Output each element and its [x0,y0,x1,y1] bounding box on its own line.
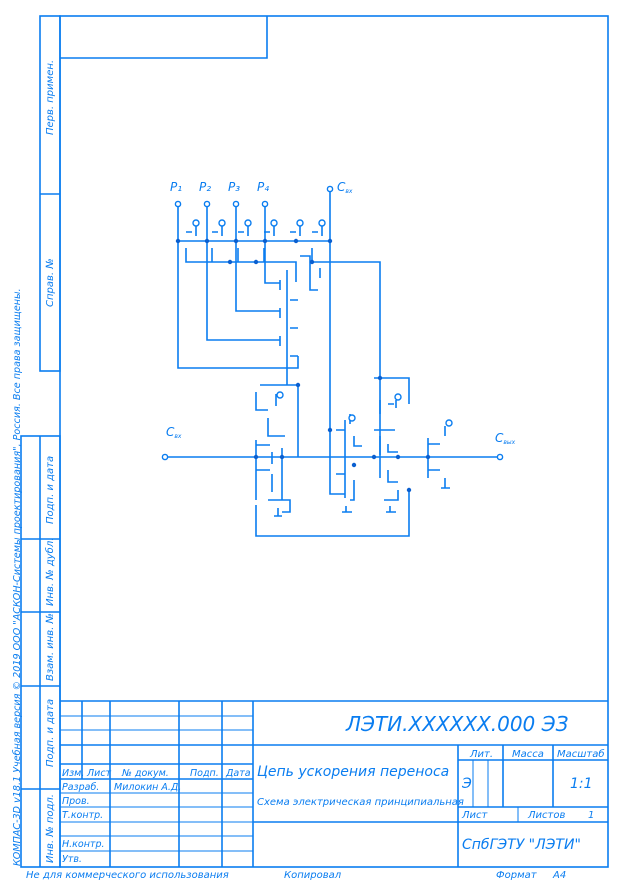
format-label: Формат [496,870,538,881]
drawing-frame [59,15,609,868]
razrab-label: Разраб. [62,782,99,793]
side-label-perv-primen: Перв. примен. [45,60,56,135]
pin-p4 [261,200,269,208]
nkontr-label: Н.контр. [62,839,105,850]
lit-header: Лит. [469,749,493,760]
col-podp: Подп. [190,768,219,779]
pin-c-out [496,453,504,461]
organization: СпбГЭТУ "ЛЭТИ" [462,837,581,853]
scale-value: 1:1 [570,776,593,792]
c-out-label: Cвых [495,431,516,446]
title-block-grid [60,700,608,867]
doc-type: Схема электрическая принципиальная [257,797,464,808]
col-list: Лист [86,768,112,779]
pin-p3 [232,200,240,208]
copyright-text: КОМПАС-3D v18.1 Учебная версия © 2019 ОО… [11,288,23,866]
side-label-sprav: Справ. № [45,258,56,307]
col-docnum: № докум. [121,768,169,779]
side-label-vzam-inv: Взам. инв. № [45,613,56,681]
side-strip [20,15,61,868]
mass-header: Масса [512,749,544,760]
format-value: A4 [552,870,566,881]
input-label-p1: P₁ [170,180,182,194]
pin-c-top [326,185,334,193]
col-data: Дата [225,768,251,779]
c-in-label: Cвх [166,425,182,440]
input-label-p3: P₃ [228,180,240,194]
razrab-name: Милокин А.Д. [114,782,181,793]
col-izm: Изм. [62,768,84,779]
sheet-label: Лист [461,810,489,821]
pin-p2 [203,200,211,208]
input-label-p2: P₂ [199,180,211,194]
pin-c-in [161,453,169,461]
pin-p1 [174,200,182,208]
schematic: P₁ P₂ P₃ P₄ Cвх Cвх Cвых [161,180,516,537]
prov-label: Пров. [62,796,90,807]
copied-label: Копировал [284,870,342,881]
lit-value: Э [461,776,472,792]
side-label-podp-data-1: Подп. и дата [45,456,56,524]
utv-label: Утв. [62,854,82,865]
sheets-label: Листов [527,810,565,821]
scale-header: Масштаб [557,748,605,760]
sheets-value: 1 [588,810,594,821]
side-label-inv-dubl: Инв. № дубл. [44,538,56,606]
tkontr-label: Т.контр. [62,810,103,821]
drawing-title: Цепь ускорения переноса [257,764,449,780]
input-label-p4: P₄ [257,180,269,194]
side-label-inv-podl: Инв. № подл. [45,794,56,863]
top-stamp-box [60,16,268,59]
side-label-podp-data-2: Подп. и дата [45,699,56,767]
noncommercial-note: Не для коммерческого использования [26,870,229,881]
designation: ЛЭТИ.XXXXXX.000 ЭЗ [345,712,569,736]
c-top-label: Cвх [337,180,353,195]
